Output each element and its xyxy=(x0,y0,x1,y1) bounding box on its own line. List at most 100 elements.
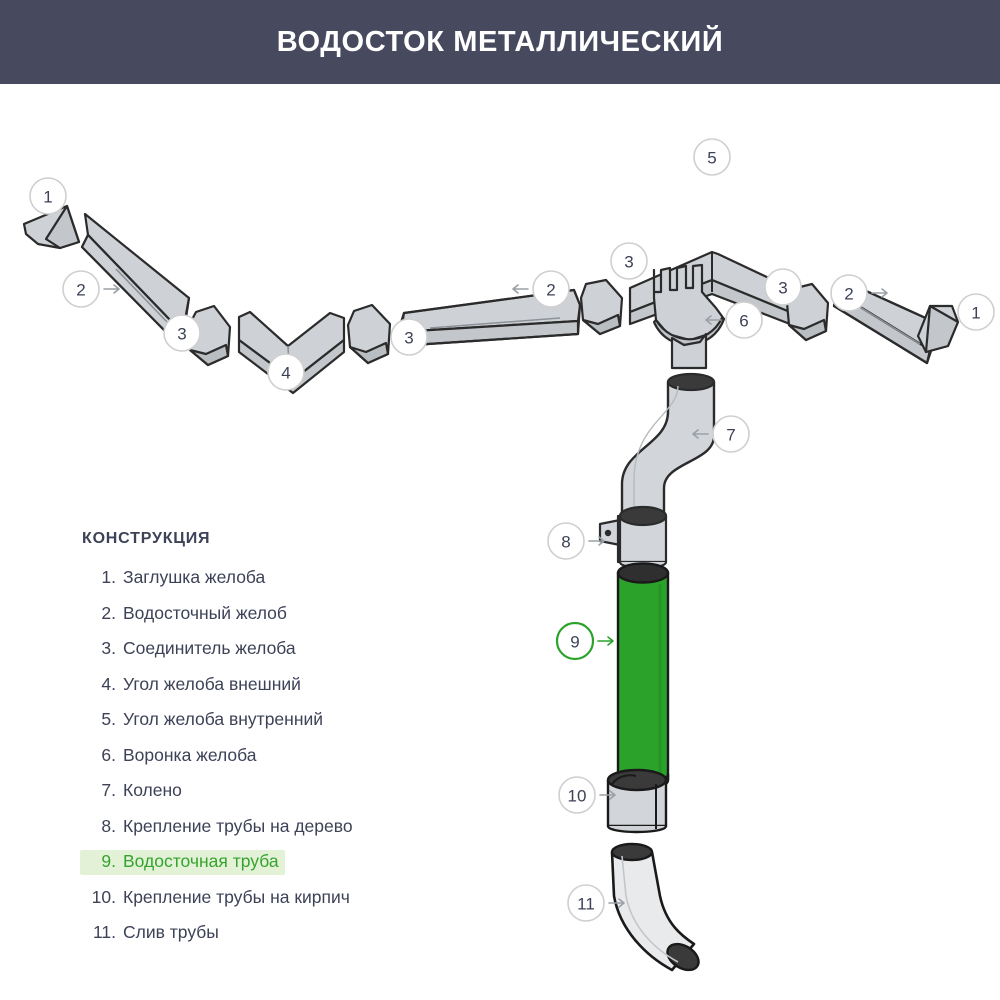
callout-number: 7 xyxy=(726,426,735,445)
callout-10[interactable]: 10 xyxy=(558,776,616,814)
legend-item-label: Водосточный желоб xyxy=(123,602,287,623)
callout-arrow-right-icon xyxy=(597,636,614,646)
exploded-diagram: 1 2 3 4 3 2 3 5 3 2 1 6 7 8 9 10 11 xyxy=(0,84,1000,1000)
callout-number: 3 xyxy=(177,325,186,344)
legend-item-number: 8. xyxy=(101,815,116,836)
callout-3[interactable]: 3 xyxy=(764,268,802,306)
legend-item-number: 5. xyxy=(101,709,116,729)
legend-item-label: Слив трубы xyxy=(123,922,219,942)
callout-circle xyxy=(725,301,763,339)
callout-3[interactable]: 3 xyxy=(610,242,648,280)
callout-number: 9 xyxy=(570,633,579,652)
legend-item-7[interactable]: 7. Колено xyxy=(80,779,188,804)
callout-number: 8 xyxy=(561,533,570,552)
part-gutter-channel-mid xyxy=(396,288,582,348)
legend-title: КОНСТРУКЦИЯ xyxy=(82,530,211,547)
callout-circle xyxy=(547,522,585,560)
callout-circle xyxy=(390,318,428,356)
callout-number: 2 xyxy=(76,281,85,300)
callout-6[interactable]: 6 xyxy=(705,301,763,339)
legend-item-1[interactable]: 1. Заглушка желоба xyxy=(80,566,271,591)
callout-circle xyxy=(29,177,67,215)
callout-arrow-left-icon xyxy=(512,284,529,294)
callout-circle xyxy=(163,314,201,352)
callout-circle xyxy=(567,884,605,922)
legend-item-6[interactable]: 6.Воронка желоба xyxy=(80,744,263,769)
legend-item-2[interactable]: 2. Водосточный желоб xyxy=(80,602,293,627)
callout-7[interactable]: 7 xyxy=(692,415,750,453)
legend-item-number: 4. xyxy=(101,673,116,694)
callout-8[interactable]: 8 xyxy=(547,522,605,560)
legend-item-number: 1. xyxy=(101,567,116,587)
legend-item-number: 9. xyxy=(101,851,116,871)
callout-3[interactable]: 3 xyxy=(163,314,201,352)
legend-item-number: 10. xyxy=(91,886,116,907)
callout-3[interactable]: 3 xyxy=(390,318,428,356)
callout-number: 5 xyxy=(707,149,716,168)
callout-number: 4 xyxy=(281,364,290,383)
callout-circle xyxy=(830,274,868,312)
callout-circle xyxy=(62,270,100,308)
legend-item-label: Угол желоба внутренний xyxy=(123,709,324,729)
legend-item-3[interactable]: 3. Соединитель желоба xyxy=(80,637,302,662)
legend-item-9[interactable]: 9. Водосточная труба xyxy=(80,850,285,875)
callout-arrow-right-icon xyxy=(608,898,625,908)
legend-item-label: Заглушка желоба xyxy=(123,567,266,587)
legend-item-8[interactable]: 8. Крепление трубы на дерево xyxy=(80,815,359,840)
callout-circle xyxy=(712,415,750,453)
legend-item-label: Угол желоба внешний xyxy=(123,673,301,694)
callout-9-highlighted[interactable]: 9 xyxy=(555,621,614,661)
callout-arrow-left-icon xyxy=(692,429,709,439)
legend-item-4[interactable]: 4. Угол желоба внешний xyxy=(80,673,307,698)
part-gutter-channel-left xyxy=(80,212,191,333)
callout-number: 11 xyxy=(577,895,595,914)
legend-item-11[interactable]: 11.Слив трубы xyxy=(80,921,225,946)
legend-list: 1. Заглушка желоба 2. Водосточный желоб 3. Со… xyxy=(80,566,480,946)
legend-item-label: Соединитель желоба xyxy=(123,638,296,658)
callout-number: 6 xyxy=(739,312,748,331)
callout-1[interactable]: 1 xyxy=(29,177,67,215)
legend-item-number: 2. xyxy=(101,602,116,623)
header-bar: ВОДОСТОК МЕТАЛЛИЧЕСКИЙ xyxy=(0,0,1000,84)
callout-5[interactable]: 5 xyxy=(693,138,731,176)
legend-item-number: 3. xyxy=(101,638,116,658)
callout-circle xyxy=(610,242,648,280)
part-bracket-brick xyxy=(606,768,668,834)
callout-2[interactable]: 2 xyxy=(830,274,888,312)
callout-1[interactable]: 1 xyxy=(957,293,995,331)
callout-number: 3 xyxy=(404,329,413,348)
callout-number: 10 xyxy=(568,787,587,806)
callout-circle xyxy=(558,776,596,814)
callout-circle xyxy=(267,353,305,391)
part-gutter-end-cap-left xyxy=(22,204,81,250)
callout-circle xyxy=(957,293,995,331)
legend-item-label: Колено xyxy=(123,780,182,800)
legend-item-label: Крепление трубы на кирпич xyxy=(123,886,350,907)
part-gutter-end-cap-right xyxy=(916,304,960,354)
legend-panel: КОНСТРУКЦИЯ 1. Заглушка желоба 2. Водосточн… xyxy=(80,530,480,957)
callout-2[interactable]: 2 xyxy=(62,270,120,308)
legend-item-5[interactable]: 5. Угол желоба внутренний xyxy=(80,708,329,733)
callout-arrow-right-icon xyxy=(871,288,888,298)
callout-number: 2 xyxy=(844,285,853,304)
callout-number: 3 xyxy=(624,253,633,272)
callout-arrow-right-icon xyxy=(599,790,616,800)
legend-item-10[interactable]: 10. Крепление трубы на кирпич xyxy=(80,886,356,911)
legend-item-label: Воронка желоба xyxy=(123,744,257,765)
callout-2[interactable]: 2 xyxy=(512,270,570,308)
callout-4[interactable]: 4 xyxy=(267,353,305,391)
callout-arrow-left-icon xyxy=(705,315,722,325)
callout-number: 3 xyxy=(778,279,787,298)
callout-number: 1 xyxy=(43,188,52,207)
callout-circle xyxy=(693,138,731,176)
legend-item-label: Крепление трубы на дерево xyxy=(123,815,353,836)
callout-arrow-right-icon xyxy=(588,536,605,546)
callout-11[interactable]: 11 xyxy=(567,884,625,922)
part-drain-spout xyxy=(610,842,700,972)
callout-number: 1 xyxy=(971,304,980,323)
legend-item-number: 7. xyxy=(101,780,116,800)
callout-layer: 1 2 3 4 3 2 3 5 3 2 1 6 7 8 9 10 11 xyxy=(29,138,995,922)
callout-number: 2 xyxy=(546,281,555,300)
callout-circle xyxy=(764,268,802,306)
legend-item-label: Водосточная труба xyxy=(123,851,279,871)
